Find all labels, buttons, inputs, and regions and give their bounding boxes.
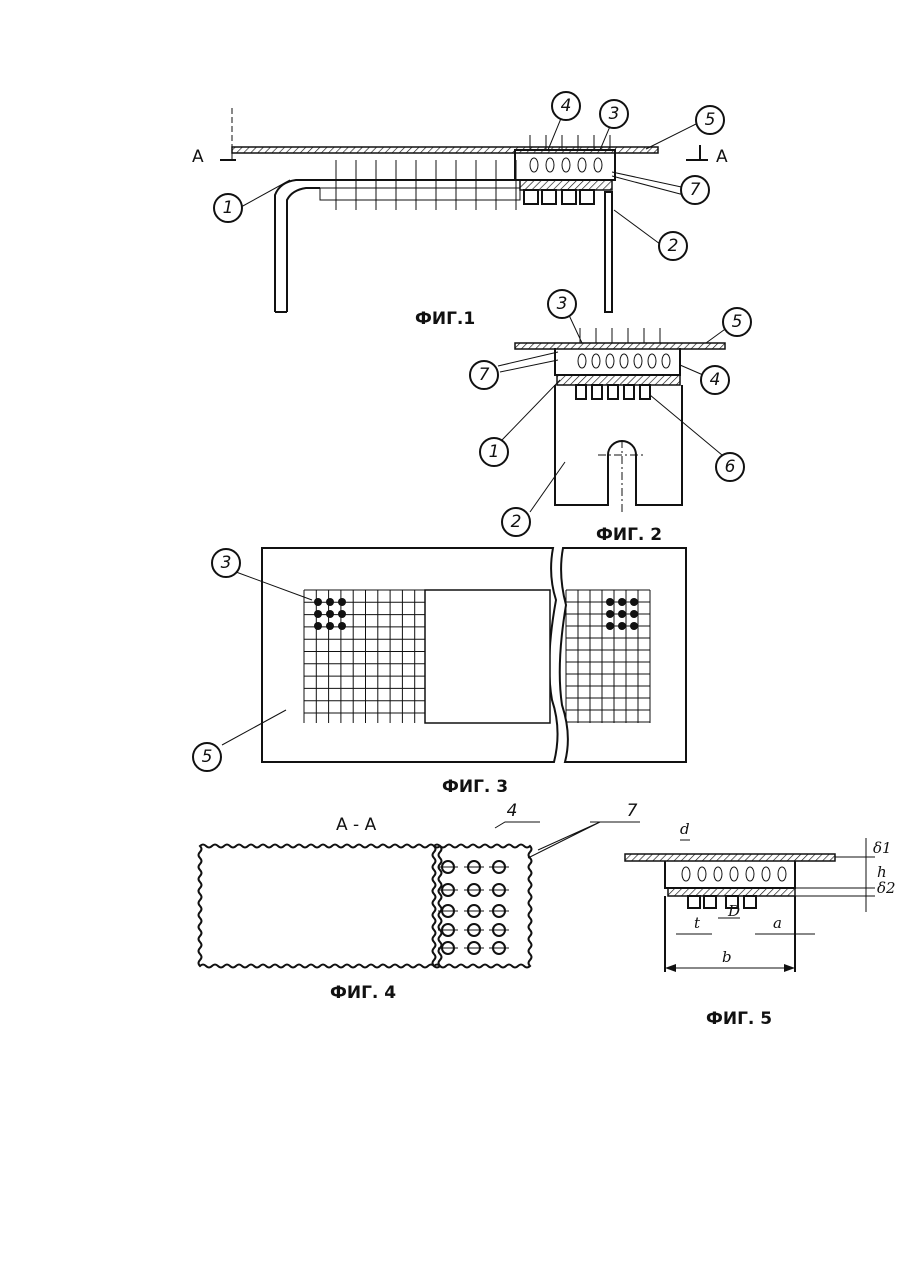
figure-1: А А bbox=[192, 92, 728, 329]
callout-5-fig1-text: 5 bbox=[705, 110, 716, 130]
caption-fig5: ФИГ. 5 bbox=[706, 1009, 772, 1029]
channel-ovals-fig2 bbox=[578, 354, 670, 368]
leader-7-fig4 bbox=[528, 822, 640, 858]
ovals-fig5 bbox=[682, 867, 786, 881]
callout-2-fig1-text: 2 bbox=[668, 236, 679, 256]
callout-2-fig2-text: 2 bbox=[511, 512, 522, 532]
housing-fig2 bbox=[555, 385, 682, 505]
plate-wavy-left bbox=[199, 845, 442, 968]
channel-ovals-fig1 bbox=[530, 158, 602, 172]
chamber-fig2 bbox=[555, 348, 680, 375]
figure-4: А - А 4 7 ФИГ. 4 bbox=[199, 801, 641, 1003]
dim-D: D bbox=[727, 902, 740, 920]
dim-b-arrow-right bbox=[784, 964, 795, 972]
leader-5-fig1 bbox=[646, 124, 696, 149]
dim-delta1: δ1 bbox=[873, 839, 892, 857]
label-7-fig4: 7 bbox=[627, 801, 638, 821]
leader-1-fig1 bbox=[241, 180, 290, 207]
caption-fig2: ФИГ. 2 bbox=[596, 525, 662, 545]
holes-grid bbox=[438, 861, 509, 954]
callout-4-fig2-text: 4 bbox=[710, 370, 721, 390]
dim-d: d bbox=[680, 820, 690, 838]
callout-3-fig2-text: 3 bbox=[557, 294, 568, 314]
figure-5: d δ1 h δ2 t D a b ФИГ. 5 bbox=[625, 820, 896, 1029]
plate-right-part bbox=[560, 548, 686, 762]
label-4-fig4: 4 bbox=[507, 801, 518, 821]
top-plate-fig5 bbox=[625, 854, 835, 861]
section-a-left: А bbox=[192, 147, 204, 167]
callout-1-fig2-text: 1 bbox=[489, 442, 500, 462]
callout-6-fig2-text: 6 bbox=[725, 457, 736, 477]
callout-3-fig3-text: 3 bbox=[221, 553, 232, 573]
leader-7-fig2 bbox=[498, 352, 558, 372]
callout-5-fig2-text: 5 bbox=[732, 312, 743, 332]
pin-row-top-fig2 bbox=[580, 328, 660, 343]
callout-3-fig1-text: 3 bbox=[609, 104, 620, 124]
housing-left-inner bbox=[287, 188, 320, 312]
callout-7-fig2-text: 7 bbox=[479, 365, 490, 385]
chips-fig5 bbox=[688, 896, 756, 908]
dim-t: t bbox=[694, 914, 701, 932]
callout-5-fig3-text: 5 bbox=[202, 747, 213, 767]
leader-2-fig1 bbox=[614, 210, 660, 244]
caption-fig1: ФИГ.1 bbox=[415, 309, 475, 329]
caption-fig4: ФИГ. 4 bbox=[330, 983, 396, 1003]
dim-b-arrow-left bbox=[665, 964, 676, 972]
leader-4-fig1 bbox=[548, 116, 562, 150]
pin-plate bbox=[320, 188, 520, 200]
dim-delta2: δ2 bbox=[877, 879, 896, 897]
caption-fig3: ФИГ. 3 bbox=[442, 777, 508, 797]
callout-1-fig1-text: 1 bbox=[223, 198, 234, 218]
dots-left bbox=[314, 598, 346, 630]
leader-7-fig1 bbox=[612, 172, 686, 195]
figure-3: 3 5 ФИГ. 3 bbox=[193, 548, 686, 797]
chip-blocks-fig2 bbox=[576, 385, 650, 399]
housing-right-wall bbox=[605, 192, 612, 312]
leader-3-fig3 bbox=[236, 572, 312, 600]
callout-7-fig1-text: 7 bbox=[690, 180, 701, 200]
chamber-base bbox=[520, 180, 612, 190]
section-a-right: А bbox=[716, 147, 728, 167]
dots-right bbox=[606, 598, 638, 630]
chip-blocks-fig1 bbox=[524, 190, 594, 204]
callout-4-fig1-text: 4 bbox=[561, 96, 572, 116]
chamber-base-fig2 bbox=[557, 375, 680, 385]
pin-row-fig1 bbox=[336, 160, 516, 210]
grid-right bbox=[566, 590, 650, 723]
leader-1-fig2 bbox=[502, 380, 560, 440]
dim-b: b bbox=[722, 948, 732, 966]
top-plate-fig2 bbox=[515, 343, 725, 349]
chamber-base-fig5 bbox=[668, 888, 795, 896]
window-left bbox=[425, 590, 550, 723]
leader-4-fig4 bbox=[495, 822, 540, 828]
dim-a: a bbox=[773, 914, 782, 932]
section-title-aa: А - А bbox=[336, 815, 377, 835]
leader-6-fig2 bbox=[650, 395, 722, 455]
figure-2: 3 5 7 4 1 6 2 ФИГ. 2 bbox=[470, 290, 751, 545]
leader-5-fig3 bbox=[222, 710, 286, 745]
